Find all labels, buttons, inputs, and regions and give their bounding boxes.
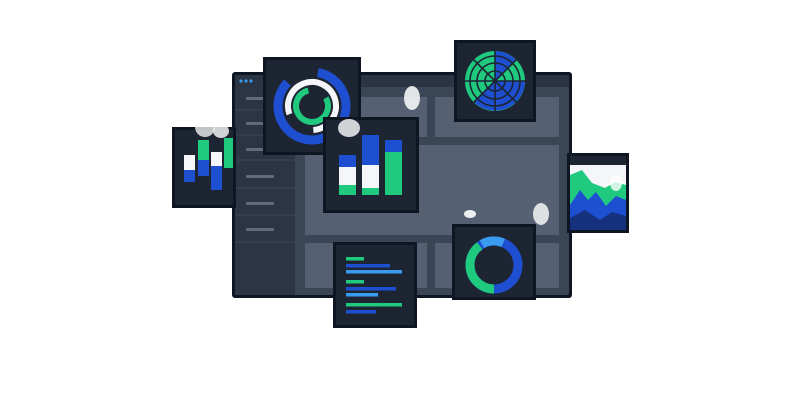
bar-chart-card	[323, 117, 419, 213]
window-dot-icon	[239, 79, 243, 83]
sidebar-item	[246, 202, 274, 205]
window-dot-icon	[244, 79, 248, 83]
area-chart-card	[567, 153, 629, 233]
polar-area-chart-icon	[464, 50, 526, 112]
column-strip-chart-icon	[184, 138, 233, 190]
column-strip-card	[172, 117, 236, 208]
sidebar-item	[246, 97, 268, 100]
sidebar-item	[246, 228, 274, 231]
sidebar-item	[246, 175, 274, 178]
area-chart-icon	[570, 165, 626, 230]
highlight-blobs	[213, 86, 622, 225]
donut-chart-card	[452, 224, 536, 300]
polar-chart-card	[454, 40, 536, 122]
window-dot-icon	[249, 79, 253, 83]
horizontal-bar-card	[333, 242, 417, 328]
donut-chart-icon	[465, 236, 523, 294]
horizontal-bar-chart-icon	[346, 257, 402, 314]
sidebar-item	[246, 122, 268, 125]
bar-chart-icon	[339, 135, 402, 195]
sidebar-item	[246, 148, 268, 151]
